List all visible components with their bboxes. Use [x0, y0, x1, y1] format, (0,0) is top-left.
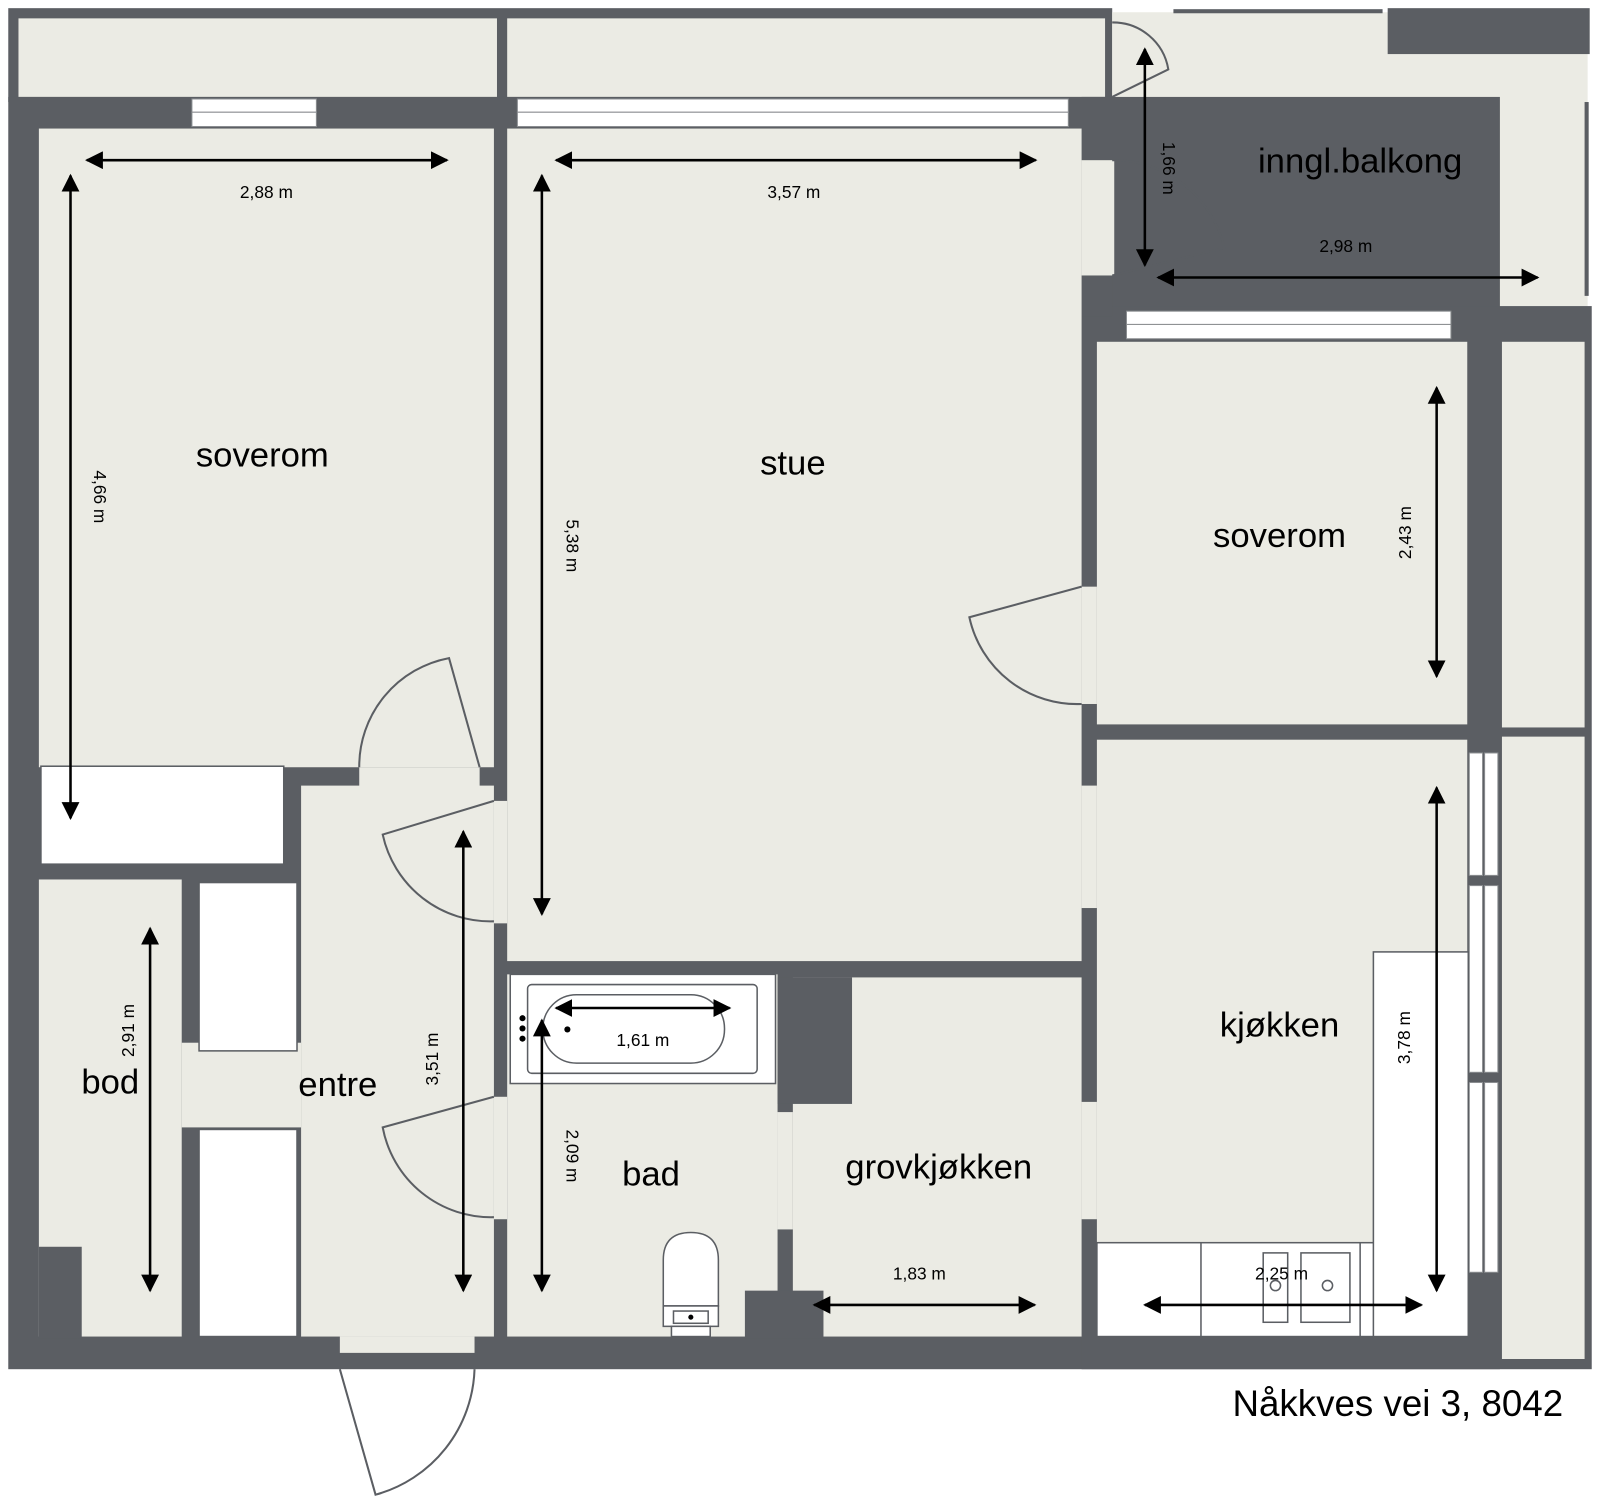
toilet [662, 1231, 720, 1338]
room-label-soverom: soverom [196, 436, 329, 474]
floor-soverom-right [1096, 341, 1468, 725]
room-label-grovkjokken: grovkjøkken [845, 1148, 1032, 1186]
door-stue [381, 799, 495, 923]
dimension-arrows [61, 47, 1540, 1314]
dimension-label: 3,51 m [422, 1033, 442, 1086]
door-bad [381, 1095, 495, 1219]
room-label-entre: entre [298, 1066, 377, 1104]
address-label: Nåkkves vei 3, 8042 [1233, 1383, 1564, 1424]
room-label-bod: bod [81, 1064, 139, 1102]
room-label-soverom: soverom [1213, 517, 1346, 555]
doors [338, 21, 1226, 1496]
floor-soverom-left [38, 128, 494, 768]
dimension-label: 1,61 m [616, 1030, 669, 1050]
dimension-label: 2,88 m [240, 182, 293, 202]
dimension-label: 3,78 m [1394, 1011, 1414, 1064]
dimension-label: 2,25 m [1255, 1263, 1308, 1283]
dimension-label: 2,91 m [118, 1004, 138, 1057]
room-label-kjokken: kjøkken [1220, 1007, 1339, 1045]
dimension-label: 1,66 m [1159, 142, 1179, 195]
dimension-label: 1,83 m [893, 1263, 946, 1283]
wardrobe [40, 765, 285, 865]
kitchen-counter [1096, 951, 1470, 1338]
room-label-balkong: inngl.balkong [1258, 142, 1462, 180]
dimension-label: 2,98 m [1319, 236, 1372, 256]
door-soverom-left [358, 656, 481, 768]
floor-entre [301, 785, 494, 1337]
room-label-bad: bad [622, 1156, 680, 1194]
room-label-stue: stue [760, 444, 826, 482]
door-balkong [1111, 159, 1226, 277]
dimension-label: 2,09 m [562, 1129, 582, 1182]
door-balkong-upper [1111, 21, 1170, 98]
door-soverom-right [968, 585, 1082, 706]
top-balconies [8, 8, 1113, 103]
wardrobe [198, 1128, 298, 1338]
dimension-label: 3,57 m [767, 182, 820, 202]
dimension-label: 5,38 m [562, 519, 582, 572]
dimension-label: 2,43 m [1395, 506, 1415, 559]
windows [191, 98, 1499, 1273]
dimension-label: 4,66 m [90, 470, 110, 523]
door-entrance [338, 1368, 476, 1496]
floor-stue [507, 128, 1082, 962]
wardrobe [198, 881, 298, 1052]
